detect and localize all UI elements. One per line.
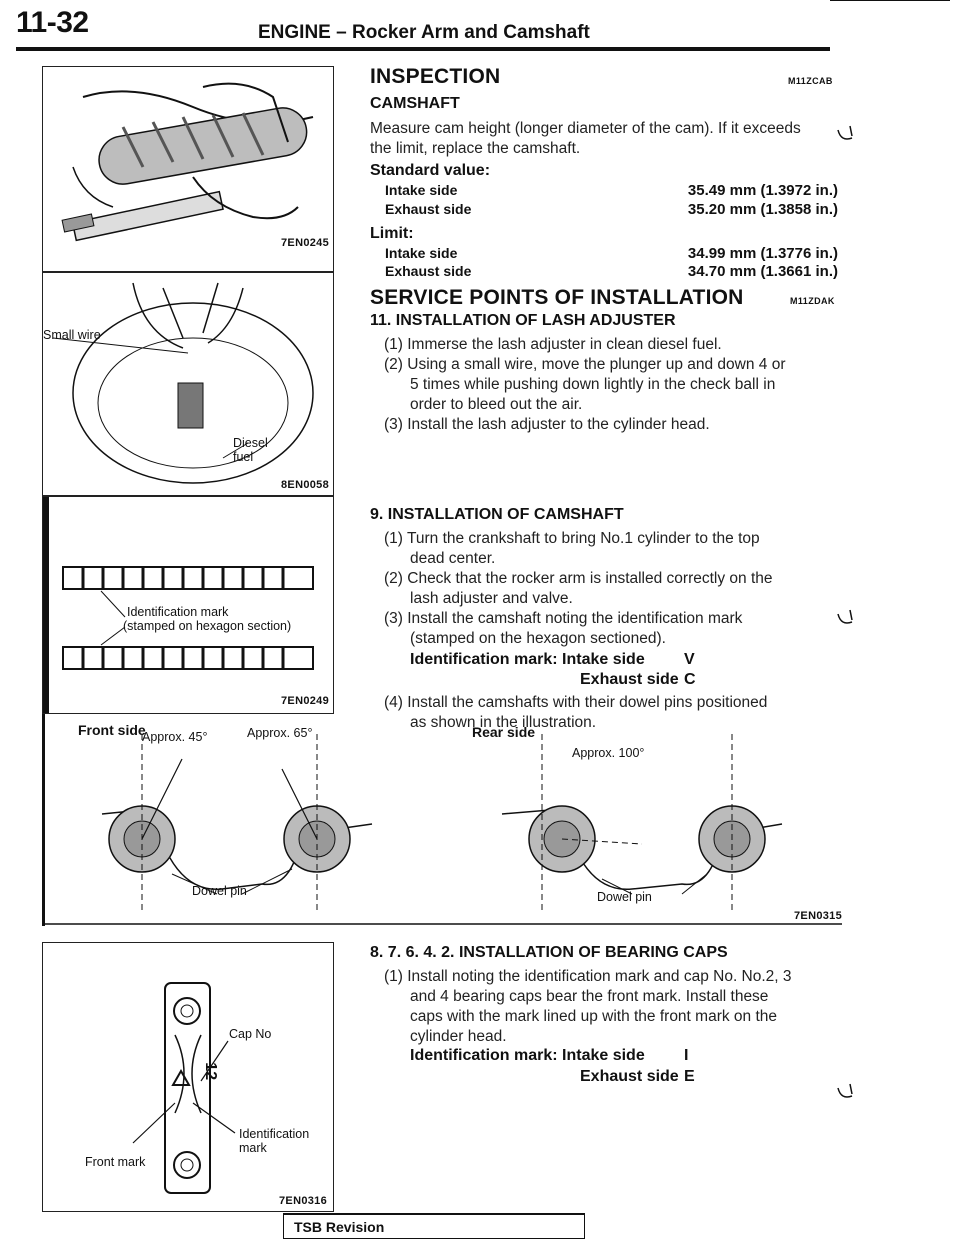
label-rear-side: Rear side [472,724,536,740]
limit-intake-value: 34.99 mm (1.3776 in.) [687,245,838,262]
bearing-caps-title: 8. 7. 6. 4. 2. INSTALLATION OF BEARING C… [370,944,728,961]
bearing-step-1b: and 4 bearing caps bear the front mark. … [410,988,769,1005]
bearing-ident-label: Identification mark: Intake side [410,1047,645,1064]
label-front-side: Front side [78,722,146,738]
bearing-cap-illustration [132,982,236,1194]
page-number: 11-32 [16,6,89,39]
camshaft-step-2a: (2) Check that the rocker arm is install… [384,570,773,587]
limit-exhaust-value: 34.70 mm (1.3661 in.) [687,263,838,280]
camshaft-ident-exhaust-label: Exhaust side [580,671,679,688]
top-rule [830,0,950,1]
camshaft-install-title: 9. INSTALLATION OF CAMSHAFT [370,506,624,523]
camshaft-ident-exhaust: C [684,671,696,688]
label-dowel-pin-right: Dowel pin [597,890,652,904]
cam-measure-illustration [61,82,314,242]
inspection-title: INSPECTION [370,65,501,88]
figure-code: 8EN0058 [281,479,329,491]
bearing-ident-exhaust: E [684,1068,695,1085]
limit-label: Limit: [370,225,414,242]
camshaft-ident-intake: V [684,651,695,668]
inspection-text-2: the limit, replace the camshaft. [370,140,581,157]
lash-step-1: (1) Immerse the lash adjuster in clean d… [384,336,722,353]
label-identification-mark: Identification mark [239,1127,310,1156]
label-stamped-hexagon: (stamped on hexagon section) [123,619,292,633]
label-approx-100: Approx. 100° [572,746,645,760]
tsb-revision-box: TSB Revision [283,1213,585,1239]
camshaft-subtitle: CAMSHAFT [370,95,460,112]
label-small-wire: Small wire [43,328,101,342]
label-approx-65: Approx. 65° [247,726,313,740]
bearing-ident-exhaust-label: Exhaust side [580,1068,679,1085]
figure-lash-adjuster: Small wire Diesel fuel 8EN0058 [42,272,334,496]
figure-code: 7EN0315 [794,910,842,922]
camshaft-step-4b: as shown in the illustration. [410,714,597,731]
lash-adjuster-illustration [52,282,314,484]
bearing-ident-intake: I [684,1047,689,1064]
standard-intake-value: 35.49 mm (1.3972 in.) [687,182,838,199]
label-front-mark: Front mark [85,1155,146,1169]
bearing-step-1d: cylinder head. [410,1028,507,1045]
inspection-text-1: Measure cam height (longer diameter of t… [370,120,801,137]
bearing-step-1a: (1) Install noting the identification ma… [384,968,792,985]
lash-step-2b: 5 times while pushing down lightly in th… [410,376,776,393]
standard-exhaust-label: Exhaust side [385,201,472,217]
margin-mark-icon [837,1083,853,1098]
figure-code: 7EN0245 [281,237,329,249]
installation-title: SERVICE POINTS OF INSTALLATION [370,286,744,309]
margin-mark-icon [837,609,853,624]
figure-code: 7EN0249 [281,695,329,707]
installation-code: M11ZDAK [790,296,835,306]
figure-bearing-cap: 12 Cap No Identification mark Front mark… [42,942,334,1212]
page-title: ENGINE – Rocker Arm and Camshaft [258,22,590,43]
camshaft-step-1b: dead center. [410,550,496,567]
label-diesel-fuel: Diesel fuel [233,436,268,465]
standard-exhaust-value: 35.20 mm (1.3858 in.) [687,201,838,218]
figure-cam-measure: 7EN0245 [42,66,334,272]
dowel-pins-illustration [42,714,842,926]
lash-step-2c: order to bleed out the air. [410,396,583,413]
figure-code: 7EN0316 [279,1195,327,1207]
lash-step-3: (3) Install the lash adjuster to the cyl… [384,416,710,433]
label-cap-no: Cap No [229,1027,272,1041]
camshaft-step-2b: lash adjuster and valve. [410,590,573,607]
label-dowel-pin-left: Dowel pin [192,884,247,898]
cap-number: 12 [202,1062,220,1081]
standard-value-label: Standard value: [370,162,491,179]
camshaft-step-3b: (stamped on the hexagon sectioned). [410,630,666,647]
label-approx-45: Approx. 45° [142,730,208,744]
limit-exhaust-label: Exhaust side [385,263,472,279]
inspection-code: M11ZCAB [788,76,833,86]
camshaft-ident-label: Identification mark: Intake side [410,651,645,668]
camshaft-step-1a: (1) Turn the crankshaft to bring No.1 cy… [384,530,760,547]
limit-intake-label: Intake side [385,245,458,261]
header-rule [16,47,830,51]
lash-step-2a: (2) Using a small wire, move the plunger… [384,356,786,373]
camshaft-step-3a: (3) Install the camshaft noting the iden… [384,610,743,627]
figure-dowel-pins: Front side Approx. 45° Approx. 65° Rear … [42,714,842,926]
standard-intake-label: Intake side [385,182,458,198]
lash-adjuster-title: 11. INSTALLATION OF LASH ADJUSTER [370,312,676,329]
camshaft-step-4a: (4) Install the camshafts with their dow… [384,694,768,711]
figure-camshafts: Identification mark (stamped on hexagon … [42,496,334,714]
margin-mark-icon [837,125,853,140]
camshafts-illustration [43,497,314,713]
bearing-step-1c: caps with the mark lined up with the fro… [410,1008,778,1025]
label-identification-mark: Identification mark [127,605,229,619]
